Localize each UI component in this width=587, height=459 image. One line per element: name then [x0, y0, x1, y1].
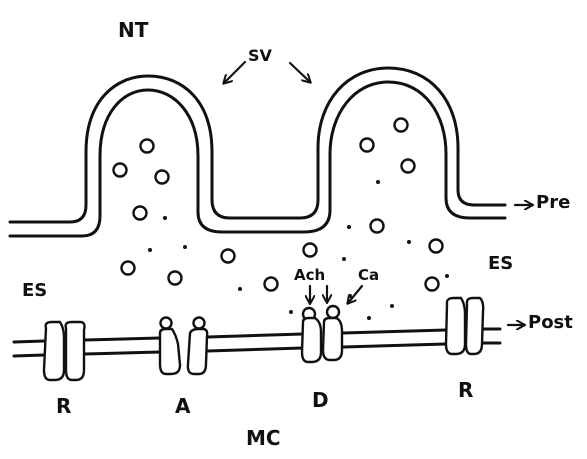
label-nt: NT — [118, 18, 148, 42]
sv-arrow-right — [290, 63, 310, 82]
receptor-resting-right — [446, 298, 483, 354]
receptor-desensitized — [302, 306, 342, 362]
label-d: D — [312, 388, 329, 412]
label-ca: Ca — [358, 266, 379, 284]
label-r-right: R — [458, 378, 473, 402]
presynaptic-membrane-outer — [10, 68, 505, 222]
postsynaptic-membrane — [14, 329, 500, 356]
receptor-activated — [160, 318, 207, 375]
label-post: Post — [528, 312, 573, 333]
label-mc: MC — [246, 426, 281, 450]
label-pre: Pre — [536, 192, 570, 213]
label-es-left: ES — [22, 280, 47, 301]
synaptic-vesicles — [114, 119, 443, 291]
sv-arrow-left — [224, 62, 245, 83]
receptor-resting-left — [44, 322, 85, 380]
label-r-left: R — [56, 394, 71, 418]
ion-dots — [148, 180, 449, 320]
label-es-right: ES — [488, 253, 513, 274]
label-a: A — [175, 394, 190, 418]
label-sv: SV — [248, 46, 272, 65]
label-ach: Ach — [294, 266, 325, 284]
